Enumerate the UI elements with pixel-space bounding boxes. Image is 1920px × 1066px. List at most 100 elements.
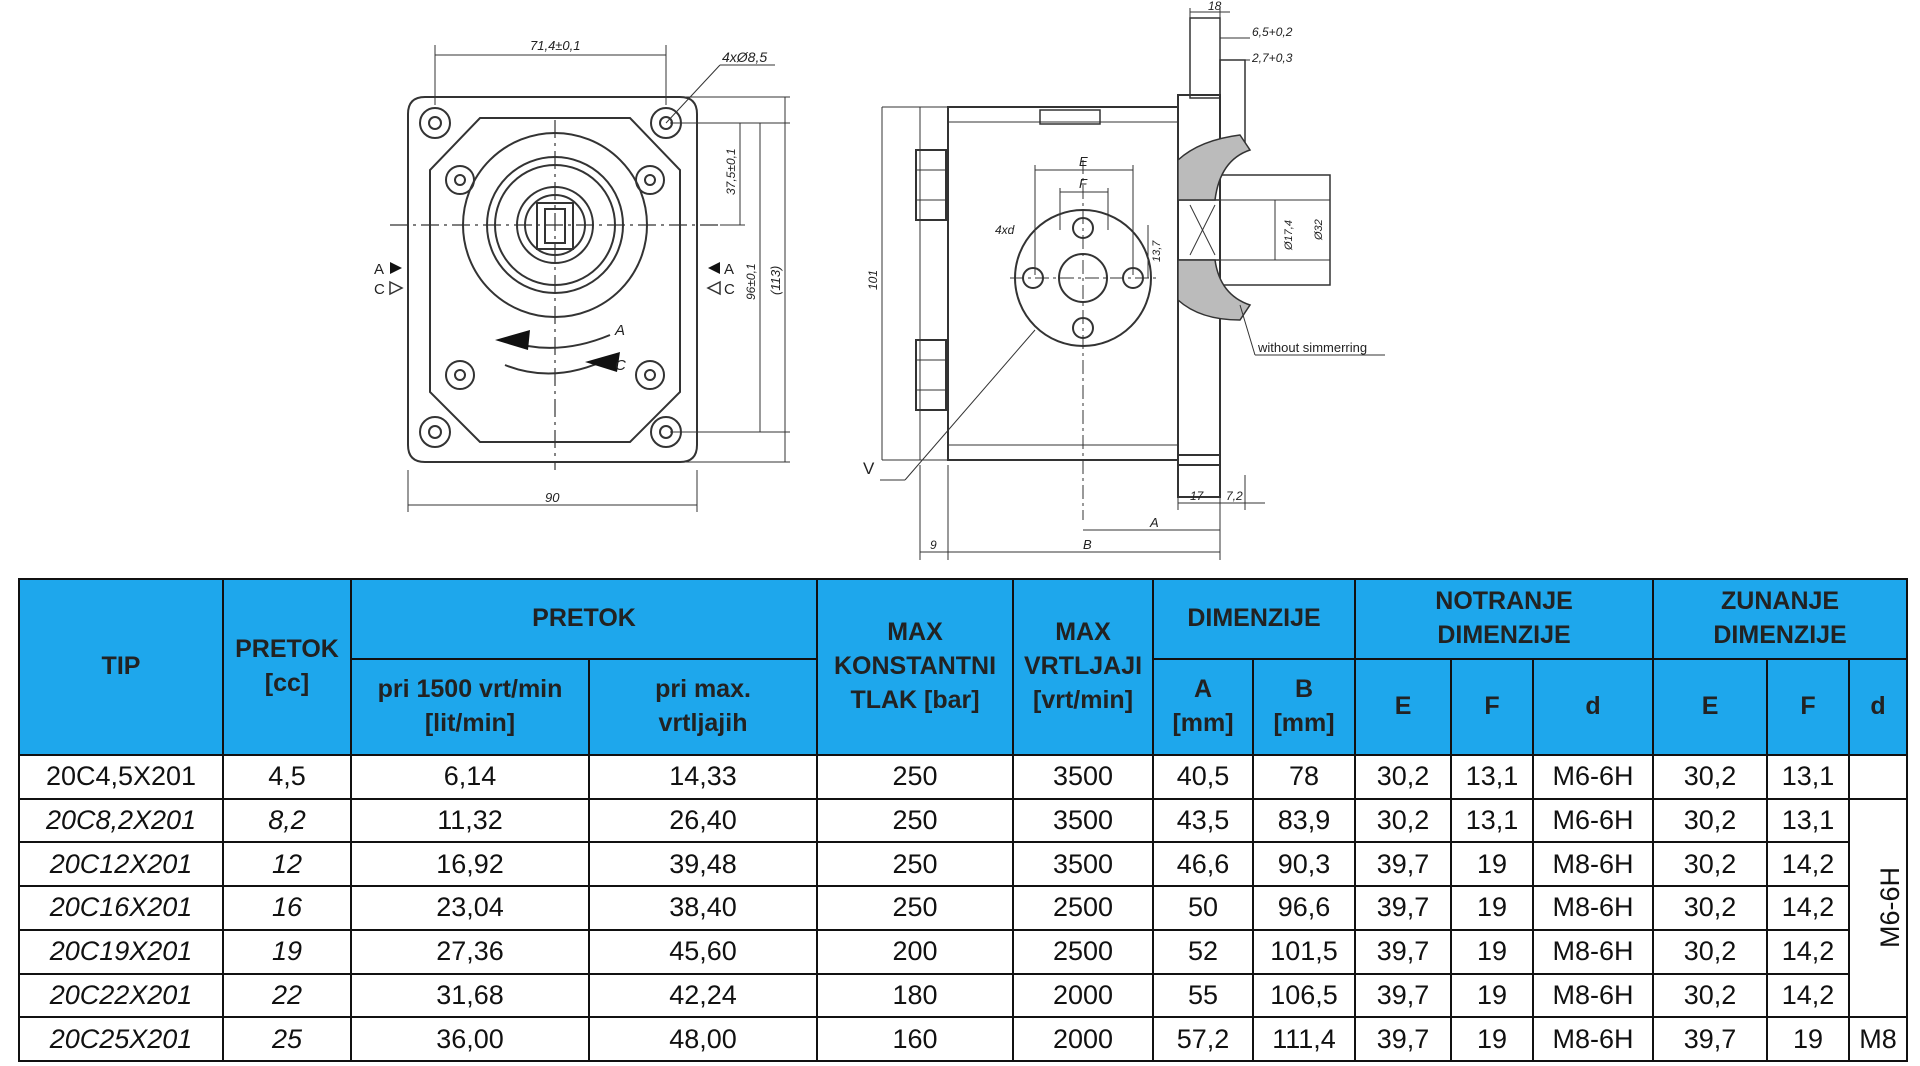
table-cell-empty [1848,754,1909,800]
table-cell: M8-6H [1532,1016,1655,1062]
table-cell: 20C22X201 [18,972,224,1019]
table-cell: 39,7 [1354,841,1453,888]
table-cell: 40,5 [1152,754,1255,800]
dim-a-label: A [1149,515,1159,530]
dim-18-label: 18 [1208,0,1222,13]
table-cell: 48,00 [587,1016,819,1062]
dim-b-label: B [1083,537,1092,552]
table-cell: M6-6H [1532,754,1655,800]
table-cell: 19 [1450,885,1535,931]
label-v: V [863,459,875,478]
table-cell: 30,2 [1652,841,1769,888]
dim-101-label: 101 [866,270,880,290]
table-cell: 19 [222,928,352,975]
dim-e-label: E [1079,154,1088,169]
table-cell: 45,60 [587,928,819,975]
table-cell: 30,2 [1652,797,1769,844]
table-cell: 250 [816,841,1015,888]
header-outer-e: E [1652,658,1769,756]
table-cell: 19 [1450,972,1535,1019]
header-dimenzije: DIMENZIJE [1152,578,1357,660]
port-left-a-label: A [374,261,384,278]
table-cell: 11,32 [350,797,590,844]
table-cell: 31,68 [350,972,590,1019]
table-cell: 38,40 [587,885,819,931]
table-cell: 30,2 [1652,972,1769,1019]
header-pretok: PRETOK [349,578,819,660]
table-cell: 39,48 [587,841,819,888]
table-cell: 22 [222,972,352,1019]
table-cell: 30,2 [1354,754,1453,800]
table-cell: 27,36 [350,928,590,975]
table-cell: 14,2 [1766,885,1851,931]
table-cell: 14,33 [587,754,819,800]
table-cell: 42,24 [587,972,819,1019]
dim-65-label: 6,5+0,2 [1252,25,1293,39]
table-cell: 78 [1252,754,1357,800]
without-simmerring-label: without simmerring [1257,340,1367,355]
header-tip: TIP [18,578,224,756]
dim-right-mid-label: 96±0,1 [744,263,758,300]
dim-right-inner-label: 37,5±0,1 [724,148,738,195]
table-cell: 19 [1450,928,1535,975]
table-cell: 8,2 [222,797,352,844]
table-cell: 250 [816,797,1015,844]
table-cell: 20C16X201 [18,885,224,931]
header-pri-1500: pri 1500 vrt/min[lit/min] [350,658,590,756]
table-cell: 13,1 [1766,754,1851,800]
table-cell: M8-6H [1532,928,1655,975]
holes-label: 4xØ8,5 [722,49,767,65]
dim-bottom-label: 90 [545,490,560,505]
table-cell-outer-d-merged: M6-6H [1848,797,1909,1019]
table-cell: 180 [816,972,1015,1019]
dim-4xd-label: 4xd [995,223,1015,237]
table-cell: 50 [1152,885,1255,931]
table-cell: 20C12X201 [18,841,224,888]
table-cell-outer-d-last: M8 [1848,1016,1909,1062]
table-cell: 83,9 [1252,797,1357,844]
table-cell: 3500 [1012,754,1155,800]
table-cell: 19 [1450,841,1535,888]
table-cell: 30,2 [1354,797,1453,844]
table-cell: 26,40 [587,797,819,844]
table-cell: 14,2 [1766,841,1851,888]
table-cell: 2000 [1012,1016,1155,1062]
table-cell: 14,2 [1766,972,1851,1019]
table-cell: 3500 [1012,841,1155,888]
dim-f-label: F [1079,176,1088,191]
header-dim-b: B[mm] [1252,658,1357,756]
front-view [389,45,790,512]
port-left-c-label: C [374,281,385,298]
table-cell: 106,5 [1252,972,1357,1019]
table-cell: 101,5 [1252,928,1357,975]
table-cell: 23,04 [350,885,590,931]
dim-top-label: 71,4±0,1 [530,38,581,53]
table-cell: M8-6H [1532,972,1655,1019]
header-outer-f: F [1766,658,1851,756]
table-cell: 250 [816,885,1015,931]
table-cell: 96,6 [1252,885,1357,931]
table-cell: 39,7 [1354,885,1453,931]
table-cell: 14,2 [1766,928,1851,975]
dim-right-outer-label: (113) [768,266,783,295]
table-cell: 2000 [1012,972,1155,1019]
dim-72-label: 7,2 [1226,489,1243,503]
header-pretok-cc: PRETOK[cc] [222,578,352,756]
arrow-a-label: A [614,322,625,339]
table-cell: 12 [222,841,352,888]
header-inner-d: d [1532,658,1655,756]
table-cell: 16 [222,885,352,931]
dim-174-label: Ø17,4 [1283,220,1295,251]
table-cell: 57,2 [1152,1016,1255,1062]
header-outer-d: d [1848,658,1909,756]
table-cell: 36,00 [350,1016,590,1062]
table-cell: 200 [816,928,1015,975]
